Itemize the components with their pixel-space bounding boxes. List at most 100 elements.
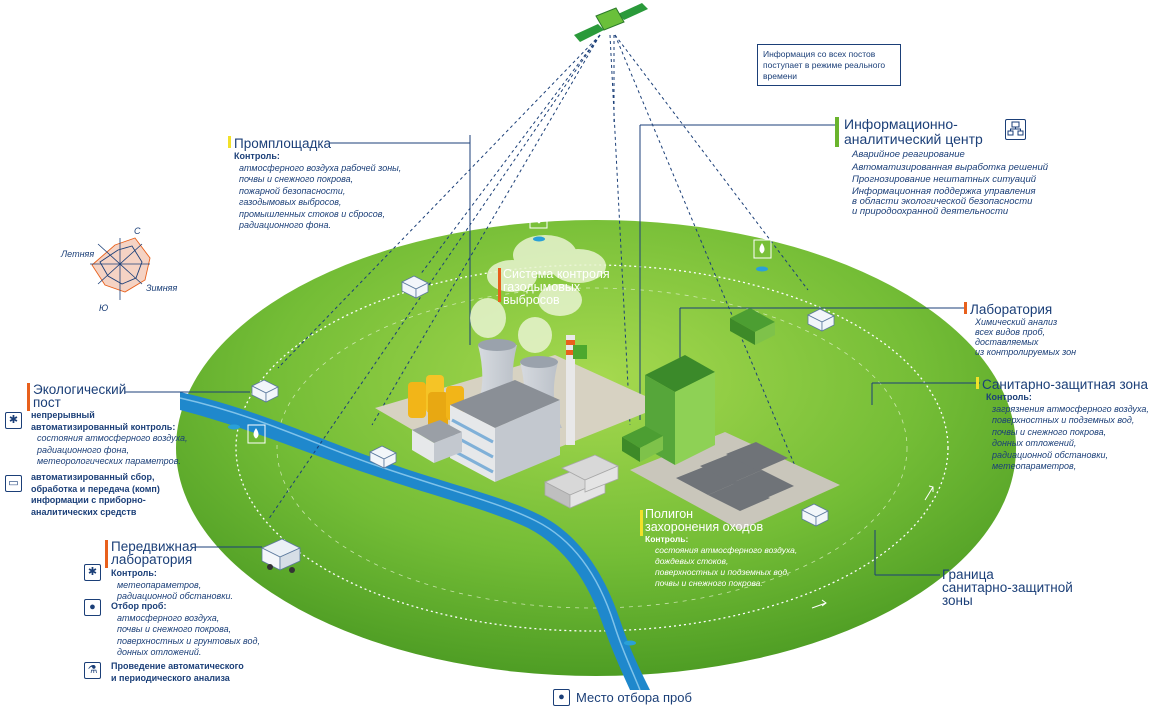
boundary-line1: Граница — [942, 567, 994, 582]
laboratory-item: доставляемых — [975, 337, 1039, 347]
info-center-block: Информационно- аналитический центр Авари… — [835, 117, 1055, 217]
drop-icon: ● — [553, 689, 570, 706]
communication-lines — [267, 34, 809, 521]
mobile-lab-sampling-item: почвы и снежного покрова, — [117, 624, 232, 634]
mobile-lab-title-line1: Передвижная — [111, 539, 197, 554]
flask-icon: ⚗ — [84, 662, 101, 679]
landfill-block: Полигон захоронения оходов Контроль: сос… — [640, 507, 820, 589]
mobile-lab-block: Передвижная лаборатория — [105, 539, 265, 568]
wind-rose — [90, 237, 151, 300]
info-center-title-line2: аналитический центр — [844, 131, 983, 147]
industrial-site-item: газодымовых выбросов, — [239, 197, 342, 207]
chimney — [566, 335, 587, 445]
landfill-title-line1: Полигон — [645, 507, 694, 521]
sanitary-zone-control-label: Контроль: — [986, 392, 1032, 402]
sanitary-zone-item: поверхностных и подземных вод, — [992, 415, 1135, 425]
wind-north-label: С — [134, 226, 141, 236]
boundary-block: Граница санитарно-защитной зоны — [942, 567, 1082, 608]
eco-post-data-item: автоматизированный сбор, — [31, 472, 155, 482]
mobile-lab-analysis-line1: Проведение автоматического — [111, 661, 244, 671]
info-center-item: Аварийное реагирование — [852, 149, 965, 160]
fan-icon: ✱ — [5, 412, 22, 429]
eco-post-continuous-line1: непрерывный — [31, 410, 95, 420]
solid-leader-lines — [125, 124, 980, 576]
sanitary-zone-item: загрязнения атмосферного воздуха, — [992, 403, 1149, 414]
main-building — [412, 380, 560, 482]
industrial-site-control-label: Контроль: — [234, 151, 280, 161]
landfill-item: состояния атмосферного воздуха, — [655, 545, 798, 555]
mobile-lab-sampling-item: донных отложений. — [117, 647, 202, 657]
industrial-site-item: промышленных стоков и сбросов, — [239, 208, 385, 219]
mobile-lab-title-line2: лаборатория — [111, 552, 193, 567]
river — [180, 392, 650, 690]
wind-south-label: Ю — [99, 303, 109, 313]
laboratory-item: всех видов проб, — [975, 327, 1046, 337]
zone-arrows — [811, 485, 934, 609]
inner-dashed-ring — [276, 287, 908, 609]
landfill-cells — [676, 442, 794, 511]
satellite-icon — [574, 3, 648, 42]
info-center-item: Автоматизированная выработка решений — [852, 161, 1049, 173]
sampling-place-label: Место отбора проб — [576, 690, 692, 705]
gas-control-block: Система контроля газодымовых выбросов — [498, 267, 623, 307]
landfill-item: поверхностных и подземных вод, — [655, 567, 790, 577]
mobile-lab-sampling-label: Отбор проб: — [111, 601, 167, 611]
computer-icon: ▭ — [5, 475, 22, 492]
gas-control-line3: выбросов — [503, 293, 560, 307]
info-center-item: в области экологической безопасности — [852, 195, 1033, 207]
sampling-markers — [228, 236, 768, 646]
warehouses — [544, 454, 619, 509]
sanitary-zone-item: почвы и снежного покрова, — [992, 426, 1107, 437]
landfill-title-line2: захоронения оходов — [645, 520, 764, 534]
eco-post-data-item: информации с приборно- — [31, 495, 146, 505]
boundary-line2: санитарно-защитной — [942, 580, 1073, 595]
mobile-lab-truck — [261, 538, 301, 573]
eco-post-data-item: обработка и передача (комп) — [31, 483, 160, 494]
wind-summer-label: Летняя — [61, 249, 95, 259]
sanitary-zone-boundary — [235, 264, 949, 632]
eco-post-control-item: радиационного фона, — [37, 444, 129, 455]
mobile-lab-control-item: метеопараметров, — [117, 579, 202, 590]
sanitary-zone-title: Санитарно-защитная зона — [982, 377, 1148, 392]
network-icon — [1005, 119, 1026, 140]
mobile-lab-control-item: радиационной обстановки. — [117, 591, 233, 601]
eco-post-control-item: состояния атмосферного воздуха, — [37, 433, 188, 443]
industrial-site-item: радиационного фона. — [239, 220, 331, 230]
industrial-site-item: атмосферного воздуха рабочей зоны, — [239, 162, 402, 173]
industrial-site-item: почвы и снежного покрова, — [239, 174, 354, 184]
industrial-site-item: пожарной безопасности, — [239, 185, 346, 196]
info-center-title-line1: Информационно- — [844, 116, 958, 132]
drop-markers — [247, 209, 772, 444]
monitoring-posts — [251, 275, 835, 527]
laboratory-item: из контролируемых зон — [975, 347, 1077, 357]
smoke — [470, 235, 606, 353]
industrial-site-block: Промплощадка Контроль: атмосферного возд… — [228, 136, 428, 232]
sanitary-zone-item: метеопараметров, — [992, 461, 1077, 471]
mobile-lab-sampling-item: атмосферного воздуха, — [117, 612, 220, 623]
gas-control-line2: газодымовых — [503, 280, 581, 294]
eco-post-block: Экологический пост — [27, 383, 212, 411]
landfill-item: дождевых стоков, — [655, 556, 729, 566]
wind-winter-label: Зимняя — [146, 283, 178, 293]
boundary-line3: зоны — [942, 593, 973, 608]
drop-icon: ● — [84, 599, 101, 616]
info-center-item: Информационная поддержка управления — [852, 185, 1036, 197]
landfill-control-label: Контроль: — [645, 534, 689, 544]
realtime-info-box: Информация со всех постов поступает в ре… — [757, 44, 901, 86]
mobile-lab-sampling-item: поверхностных и грунтовых вод, — [117, 635, 261, 646]
eco-post-control-item: метеорологических параметров. — [37, 456, 181, 466]
industrial-site-title: Промплощадка — [234, 136, 332, 151]
sanitary-zone-block: Санитарно-защитная зона Контроль: загряз… — [976, 377, 1151, 473]
eco-post-title-line2: пост — [33, 395, 61, 410]
mobile-lab-analysis-line2: и периодического анализа — [111, 672, 230, 683]
eco-post-continuous-line2: автоматизированный контроль: — [31, 421, 176, 432]
fan-icon: ✱ — [84, 564, 101, 581]
eco-post-data-item: аналитических средств — [31, 506, 137, 517]
gas-control-line1: Система контроля — [503, 267, 610, 281]
laboratory-building — [730, 308, 775, 345]
landfill-item: почвы и снежного покрова. — [655, 578, 763, 588]
info-center-item: и природоохранной деятельности — [852, 205, 1009, 217]
mobile-lab-control-label: Контроль: — [111, 568, 157, 578]
green-field — [176, 220, 1016, 676]
